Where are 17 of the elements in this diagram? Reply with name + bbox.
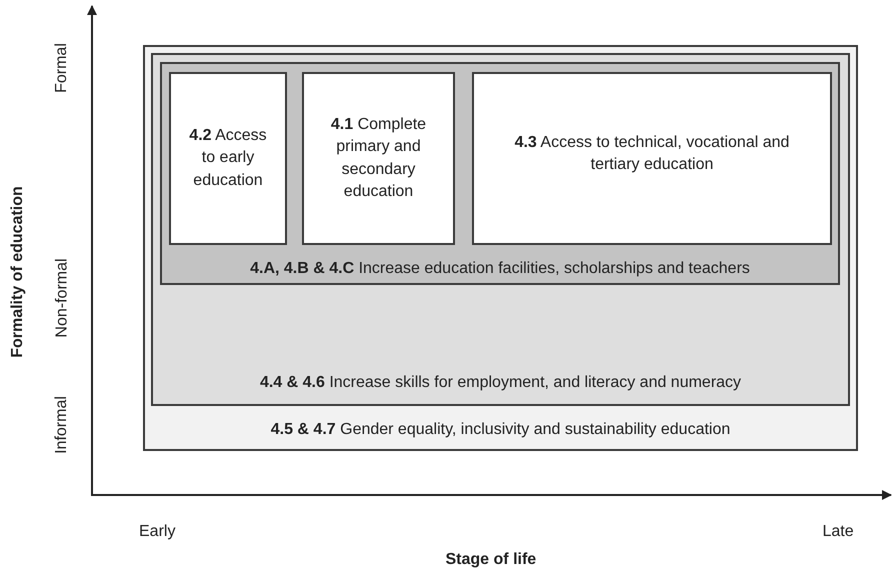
box-label: 4.1 Complete primary and secondary education bbox=[330, 114, 428, 202]
axis-title: Formality of education bbox=[8, 186, 27, 358]
box-label: 4.A, 4.B & 4.C Increase education facilities, scholarships and teachers bbox=[250, 258, 750, 279]
axis-tick-label: Late bbox=[822, 523, 854, 541]
goal-box bbox=[169, 72, 287, 245]
axis-tick-label: Informal bbox=[52, 396, 71, 454]
axis-title: Stage of life bbox=[446, 551, 536, 569]
box-label: 4.3 Access to technical, vocational and tertiary education bbox=[514, 133, 790, 176]
axis-tick-label: Early bbox=[139, 523, 176, 541]
goal-box bbox=[302, 72, 455, 245]
goal-box bbox=[472, 72, 832, 245]
axis-tick-label: Formal bbox=[52, 43, 71, 93]
box-label: 4.4 & 4.6 Increase skills for employment, and literacy and numeracy bbox=[260, 372, 742, 393]
box-label: 4.2 Access to early education bbox=[188, 126, 268, 191]
axis-tick-label: Non-formal bbox=[53, 258, 72, 338]
box-label: 4.5 & 4.7 Gender equality, inclusivity and sustainability education bbox=[270, 420, 730, 440]
inner-box bbox=[160, 62, 840, 285]
